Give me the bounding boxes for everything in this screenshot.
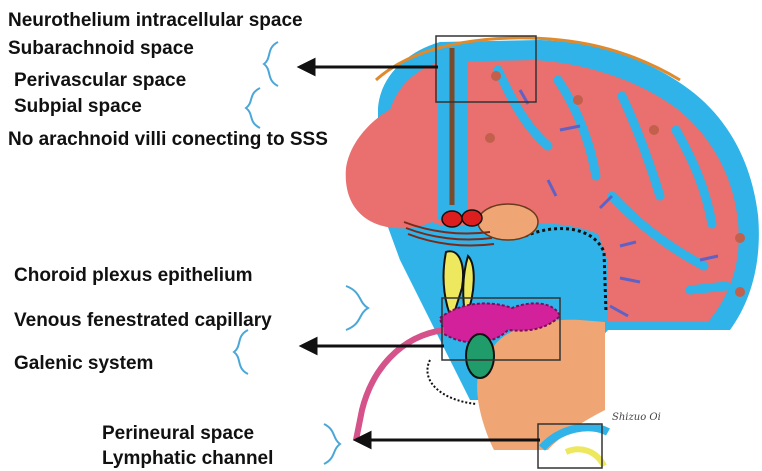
granulation bbox=[735, 233, 745, 243]
green-structure bbox=[466, 334, 494, 378]
label-arachnoid-villi: No arachnoid villi conecting to SSS bbox=[8, 129, 328, 151]
vessel bbox=[442, 211, 462, 227]
granulation bbox=[491, 71, 501, 81]
label-lymphatic-channel: Lymphatic channel bbox=[102, 448, 273, 470]
curly-bracket bbox=[264, 42, 278, 86]
label-choroid-plexus: Choroid plexus epithelium bbox=[14, 265, 253, 287]
curly-bracket bbox=[346, 286, 368, 330]
sulcus bbox=[690, 286, 726, 290]
granulation bbox=[735, 287, 745, 297]
pointer-arrowhead-middle bbox=[302, 339, 316, 353]
label-subpial-space: Subpial space bbox=[14, 96, 142, 118]
author-signature: Shizuo Oi bbox=[612, 412, 661, 423]
curly-bracket bbox=[246, 88, 260, 128]
label-galenic-system: Galenic system bbox=[14, 353, 153, 375]
label-neurothelium: Neurothelium intracellular space bbox=[8, 10, 303, 32]
label-perineural-space: Perineural space bbox=[102, 423, 254, 445]
frontal-lobe bbox=[346, 98, 440, 228]
label-venous-capillary: Venous fenestrated capillary bbox=[14, 310, 272, 332]
granulation bbox=[485, 133, 495, 143]
curly-bracket bbox=[324, 424, 340, 464]
lymphatic-curve bbox=[566, 449, 604, 466]
pointer-arrowhead-top bbox=[300, 60, 314, 74]
curly-bracket bbox=[234, 330, 248, 374]
label-perivascular-space: Perivascular space bbox=[14, 70, 186, 92]
label-subarachnoid-space: Subarachnoid space bbox=[8, 38, 194, 60]
granulation bbox=[573, 95, 583, 105]
vessel bbox=[462, 210, 482, 226]
curly-brackets bbox=[234, 42, 368, 464]
thalamus bbox=[478, 204, 538, 240]
granulation bbox=[649, 125, 659, 135]
